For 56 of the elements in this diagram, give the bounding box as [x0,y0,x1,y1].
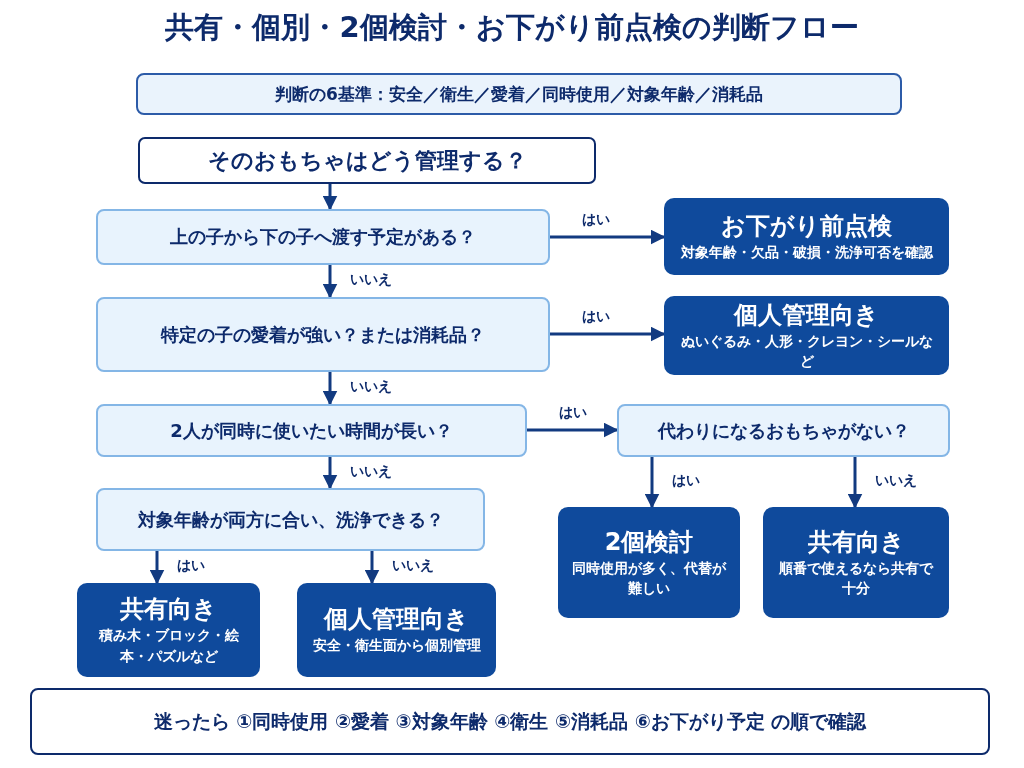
arrow [322,457,338,490]
question-box [96,297,550,372]
result-title: 個人管理向き [734,299,879,331]
question-box [96,404,527,457]
edge-label: はい [559,404,587,422]
summary-text: 迷ったら ①同時使用 ②愛着 ③対象年齢 ④衛生 ⑤消耗品 ⑥お下がり予定 の順で確認 [153,708,867,734]
question-text: 特定の子の愛着が強い？または消耗品？ [161,322,485,347]
result-title: お下がり前点検 [721,210,892,242]
result-description: ぬいぐるみ・人形・クレヨン・シールなど [679,331,934,372]
arrow [322,372,338,406]
edge-label: はい [582,211,610,229]
arrow [322,184,338,211]
question-text: 2人が同時に使いたい時間が長い？ [170,418,453,443]
result-box [664,198,949,275]
criteria-box [136,73,902,115]
arrow [149,551,165,585]
question-text: 対象年齢が両方に合い、洗浄できる？ [137,507,444,532]
edge-label: いいえ [392,557,434,575]
result-description: 対象年齢・欠品・破損・洗浄可否を確認 [680,242,933,262]
edge-label: はい [672,472,700,490]
result-box [664,296,949,375]
result-title: 個人管理向き [324,604,469,636]
criteria-text: 判断の6基準：安全／衛生／愛着／同時使用／対象年齢／消耗品 [275,82,763,106]
edge-label: いいえ [350,378,392,396]
result-title: 共有向き [120,594,217,626]
edge-label: いいえ [875,472,917,490]
arrow [322,265,338,299]
question-box [617,404,950,457]
result-description: 安全・衛生面から個別管理 [312,636,481,656]
arrow [550,326,666,342]
edge-label: いいえ [350,462,392,481]
question-text: 上の子から下の子へ渡す予定がある？ [170,225,476,250]
edge-label: はい [582,308,610,326]
result-description: 順番で使えるなら共有で十分 [778,558,935,599]
arrow [644,457,660,509]
arrow [527,422,619,438]
arrow [847,457,863,509]
diagram-title: 共有・個別・2個検討・お下がり前点検の判断フロー [164,9,860,46]
start-box [138,137,596,184]
result-title: 2個検討 [604,526,694,558]
start-question: そのおもちゃはどう管理する？ [207,146,527,175]
result-box [297,583,496,677]
question-text: 代わりになるおもちゃがない？ [657,418,910,443]
result-description: 積み木・ブロック・絵本・パズルなど [97,626,240,666]
edge-label: はい [177,557,205,575]
result-title: 共有向き [807,526,905,558]
question-box [96,488,485,551]
summary-box [30,688,990,755]
edge-label: いいえ [350,271,392,289]
question-box [96,209,550,265]
result-box [77,583,260,677]
result-box [558,507,740,618]
result-box [763,507,949,618]
arrow [550,229,666,245]
arrow [364,551,380,585]
result-description: 同時使用が多く、代替が難しい [571,558,728,599]
